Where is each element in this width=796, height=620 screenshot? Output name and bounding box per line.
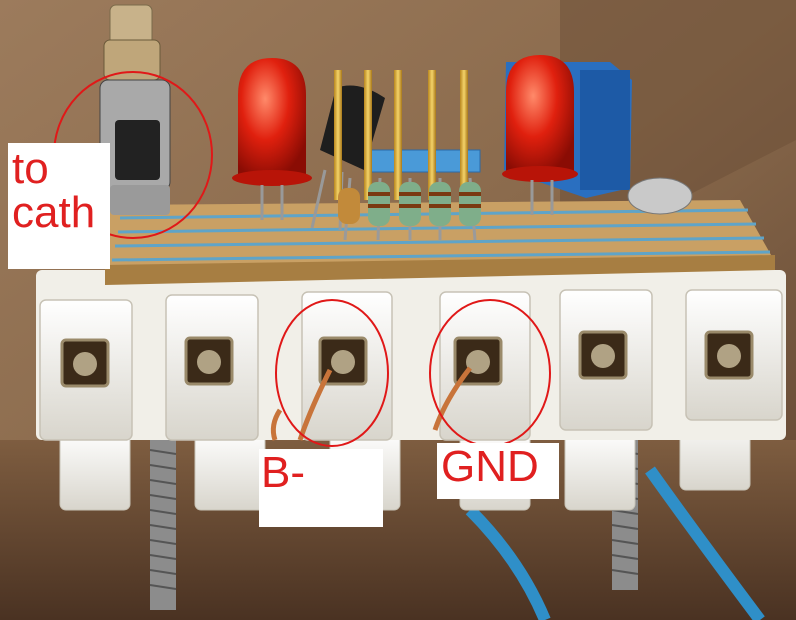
- terminal-block: [36, 270, 786, 441]
- highlight-circle-bminus: [275, 299, 389, 447]
- resistors: [338, 177, 481, 241]
- disc-capacitor: [627, 177, 693, 215]
- blue-wire: [645, 466, 765, 620]
- led-right: [502, 55, 578, 215]
- led-left: [232, 58, 312, 220]
- annotation-gnd: GND: [437, 443, 559, 499]
- jack-connector: [99, 4, 171, 215]
- blue-wire: [465, 505, 551, 620]
- pin-header: [334, 70, 481, 200]
- annotation-b-minus: B-: [259, 449, 383, 527]
- annotation-to-cath: to cath: [8, 143, 110, 269]
